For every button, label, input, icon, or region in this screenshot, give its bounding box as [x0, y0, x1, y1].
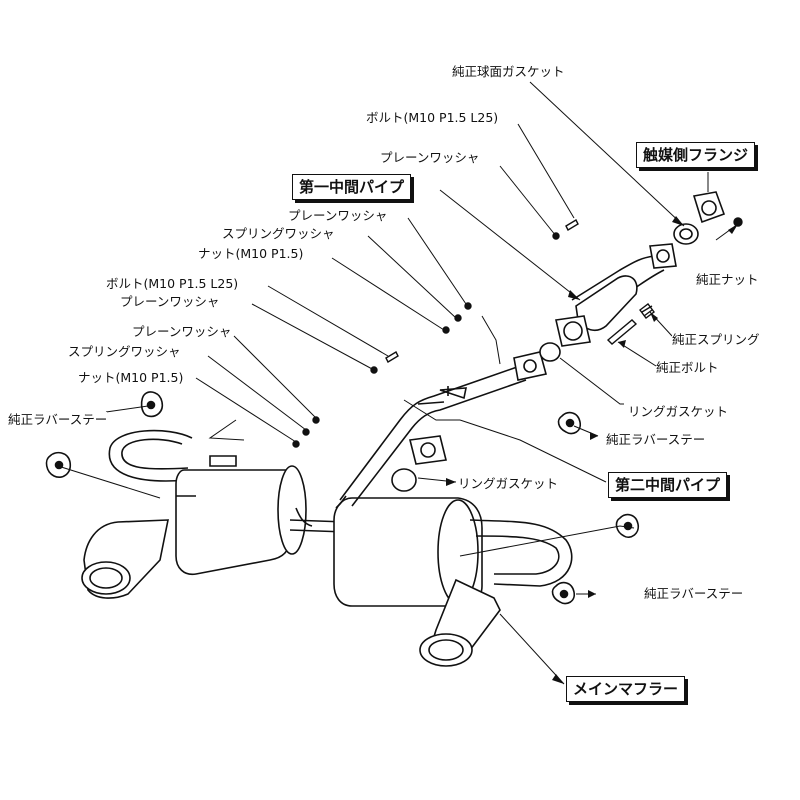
label-rubber-stay-mid: 純正ラバーステー [606, 432, 706, 448]
label-spring-washer-4: スプリングワッシャ [68, 344, 181, 360]
catalyst-flange-illustration [673, 191, 726, 245]
label-catalyst-flange: 触媒側フランジ [636, 142, 756, 168]
first-mid-pipe-illustration [555, 243, 677, 347]
label-ring-gasket-2: リングガスケット [458, 476, 559, 492]
label-genuine-nut: 純正ナット [696, 272, 759, 288]
second-mid-pipe-illustration [339, 351, 547, 507]
label-plain-washer-top: プレーンワッシャ [380, 150, 480, 166]
label-plain-washer-4: プレーンワッシャ [132, 324, 232, 340]
label-ring-gasket-1: リングガスケット [628, 404, 729, 420]
label-first-mid-pipe: 第一中間パイプ [292, 174, 412, 200]
label-spherical-gasket: 純正球面ガスケット [452, 64, 565, 80]
label-plain-washer-3: プレーンワッシャ [120, 294, 220, 310]
label-nut-4: ナット(M10 P1.5) [78, 370, 184, 386]
label-genuine-bolt: 純正ボルト [656, 360, 719, 376]
main-muffler-illustration [81, 429, 573, 667]
label-main-muffler: メインマフラー [566, 676, 686, 702]
label-plain-washer-2: プレーンワッシャ [288, 208, 388, 224]
label-rubber-stay-right: 純正ラバーステー [644, 586, 744, 602]
leader-arrows [446, 216, 738, 684]
hardware-parts [292, 217, 743, 448]
label-second-mid-pipe: 第二中間パイプ [608, 472, 728, 498]
leader-lines [57, 81, 739, 685]
label-spring-washer-2: スプリングワッシャ [222, 226, 335, 242]
rubber-stays [45, 391, 640, 605]
label-genuine-spring: 純正スプリング [672, 332, 760, 348]
label-bolt-2: ボルト(M10 P1.5 L25) [106, 276, 239, 292]
ring-gaskets [391, 342, 561, 492]
label-bolt-top: ボルト(M10 P1.5 L25) [366, 110, 499, 126]
label-nut-2: ナット(M10 P1.5) [198, 246, 304, 262]
label-rubber-stay-left: 純正ラバーステー [8, 412, 108, 428]
